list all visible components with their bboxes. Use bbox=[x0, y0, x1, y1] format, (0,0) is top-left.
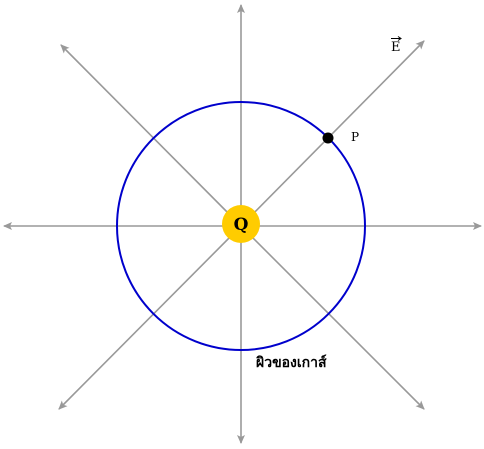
vector-arrow-tip bbox=[397, 36, 402, 41]
gaussian-surface-circle bbox=[116, 101, 366, 351]
field-line-down-left bbox=[58, 225, 242, 410]
charge-circle bbox=[222, 205, 260, 243]
field-lines bbox=[3, 4, 482, 444]
point-charge: Q bbox=[222, 205, 260, 243]
field-line-down-right bbox=[240, 225, 425, 410]
gaussian-surface-label: ผิวของเกาส์ bbox=[255, 354, 327, 371]
field-line-up-right bbox=[240, 40, 425, 227]
field-e-label: E bbox=[391, 40, 401, 55]
point-p-label: P bbox=[351, 130, 359, 144]
point-p-dot bbox=[322, 132, 334, 144]
field-line-up-left bbox=[60, 44, 242, 227]
field-vector-label: E bbox=[391, 36, 402, 55]
charge-label: Q bbox=[234, 215, 249, 235]
